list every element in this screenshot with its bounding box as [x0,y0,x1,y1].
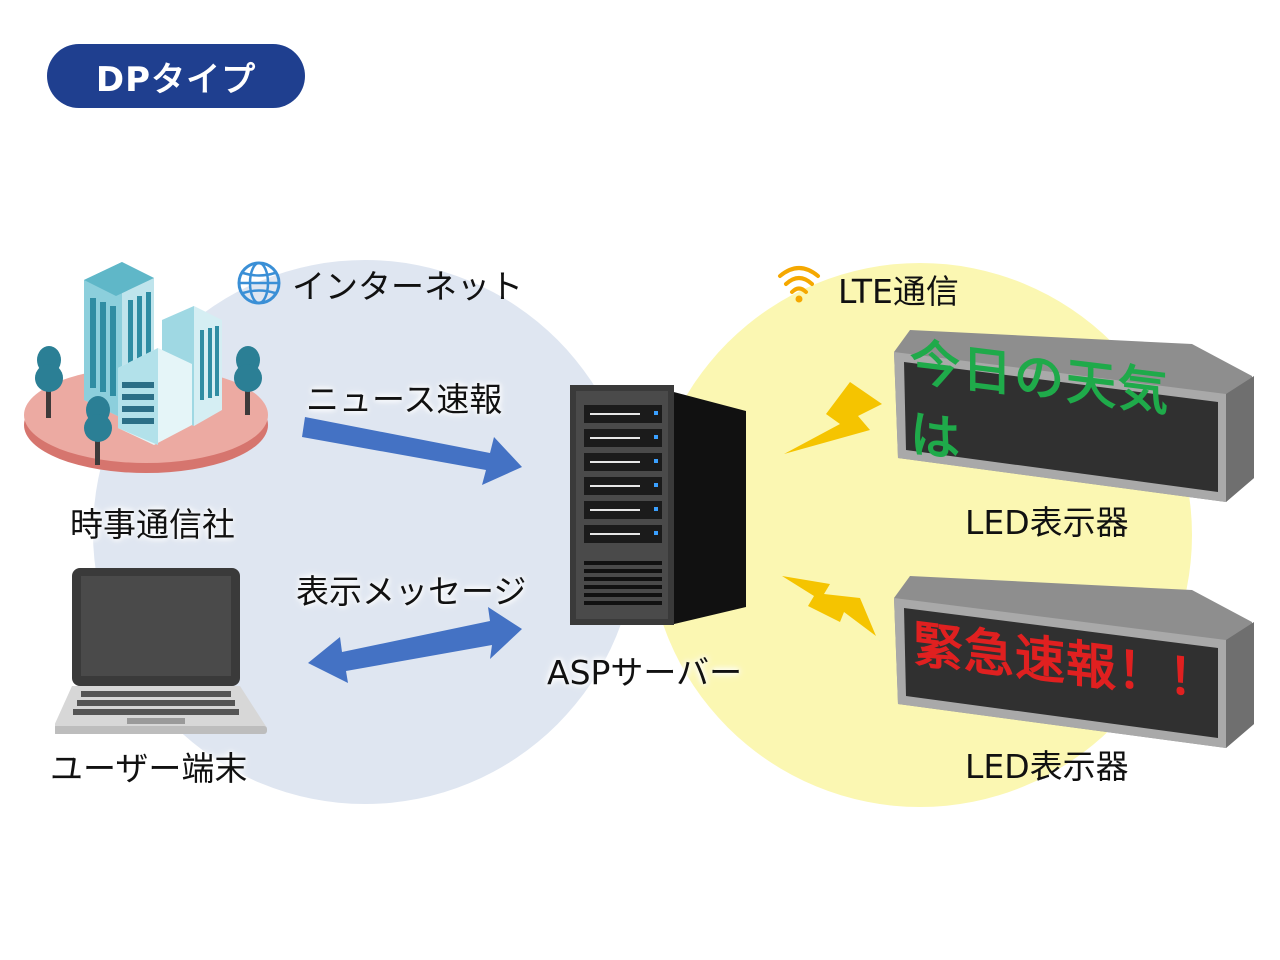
led-display-2-device [894,576,1254,748]
led-display-1-screen: 今日の天気は [910,333,1220,475]
type-badge: DPタイプ [47,44,305,108]
server-icon [570,385,746,625]
wifi-icon [778,266,820,303]
led-display-2-label: LED表示器 [965,747,1129,786]
news-flow-label: ニュース速報 [306,380,503,419]
message-arrow [308,607,522,683]
message-flow-label: 表示メッセージ [296,572,527,611]
user-terminal-label: ユーザー端末 [50,749,248,788]
led-display-1-device [894,330,1254,502]
news-arrow [302,417,522,485]
internet-label: インターネット [292,267,523,306]
news-agency-label: 時事通信社 [70,505,235,544]
lightning-icon-2 [782,576,876,636]
lte-label: LTE通信 [838,272,959,311]
asp-server-label: ASPサーバー [547,653,743,692]
globe-icon [237,261,281,305]
laptop-icon [55,568,267,734]
office-buildings-icon [24,262,268,473]
led-display-1-label: LED表示器 [965,503,1129,542]
lightning-icon [784,382,882,454]
